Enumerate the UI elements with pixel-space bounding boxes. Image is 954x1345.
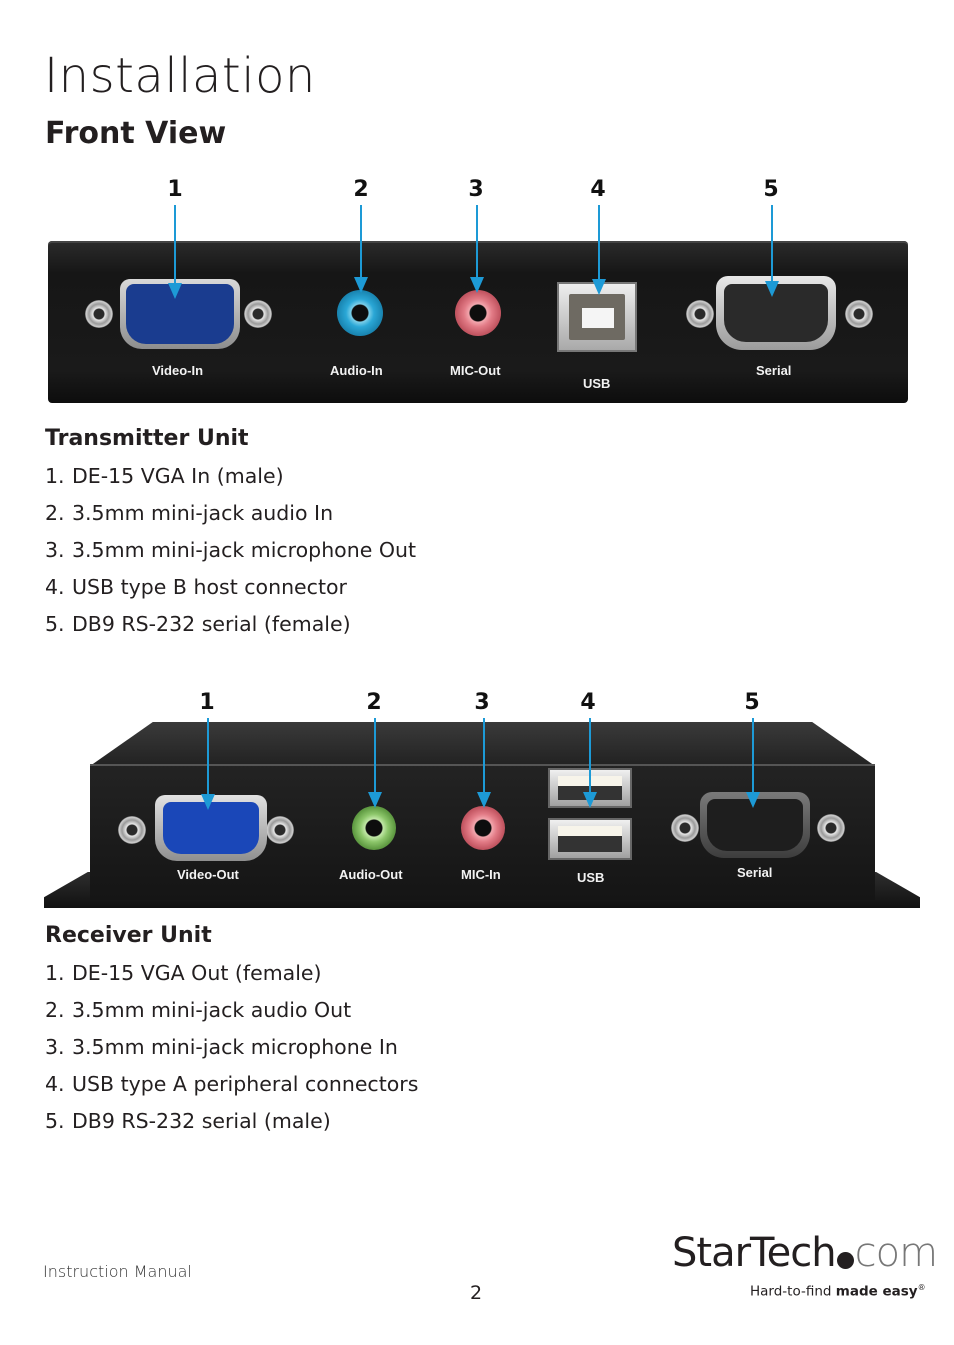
callout-arrow (771, 205, 773, 283)
receiver-top-face (90, 722, 875, 766)
transmitter-parts-list: 1.DE-15 VGA In (male) 2.3.5mm mini-jack … (45, 458, 416, 643)
callout-arrow (207, 718, 209, 796)
list-item: 1.DE-15 VGA In (male) (45, 464, 284, 488)
audio-out-jack-icon (352, 806, 396, 850)
usb-label: USB (583, 376, 611, 391)
list-item: 4.USB type A peripheral connectors (45, 1072, 419, 1096)
list-item: 4.USB type B host connector (45, 575, 347, 599)
video-out-label: Video-Out (177, 867, 239, 882)
callout-arrow (360, 205, 362, 279)
callout-arrow (589, 718, 591, 794)
page-title: Installation (44, 48, 316, 104)
screw-icon (817, 814, 845, 842)
list-item: 3.3.5mm mini-jack microphone In (45, 1035, 398, 1059)
screw-icon (244, 300, 272, 328)
transmitter-callout-3: 3 (468, 177, 484, 202)
transmitter-diagram: 1 2 3 4 5 Video-In Audio-In MIC-Out USB … (0, 0, 954, 410)
usb-a-port-icon (548, 818, 632, 860)
callout-arrow (174, 205, 176, 285)
list-item: 3.3.5mm mini-jack microphone Out (45, 538, 417, 562)
screw-icon (686, 300, 714, 328)
screw-icon (671, 814, 699, 842)
receiver-callout-3: 3 (474, 690, 490, 715)
list-item: 2.3.5mm mini-jack audio In (45, 501, 334, 525)
callout-arrow (476, 205, 478, 279)
list-item: 5.DB9 RS-232 serial (female) (45, 612, 351, 636)
usb-b-port-icon (557, 282, 637, 352)
callout-arrow-head (477, 792, 491, 808)
page-number: 2 (470, 1282, 483, 1304)
callout-arrow-head (368, 792, 382, 808)
callout-arrow-head (168, 283, 182, 299)
receiver-callout-1: 1 (199, 690, 215, 715)
audio-in-jack-icon (337, 290, 383, 336)
logo-tagline: Hard-to-find made easy® (750, 1283, 926, 1300)
receiver-callout-2: 2 (366, 690, 382, 715)
receiver-callout-4: 4 (580, 690, 596, 715)
callout-arrow-head (470, 277, 484, 293)
callout-arrow-head (746, 792, 760, 808)
audio-in-label: Audio-In (330, 363, 383, 378)
screw-icon (266, 816, 294, 844)
transmitter-callout-4: 4 (590, 177, 606, 202)
callout-arrow (483, 718, 485, 794)
list-item: 5.DB9 RS-232 serial (male) (45, 1109, 331, 1133)
usb-label: USB (577, 870, 605, 885)
mic-out-label: MIC-Out (450, 363, 501, 378)
serial-label: Serial (737, 865, 773, 880)
serial-label: Serial (756, 363, 792, 378)
receiver-callout-5: 5 (744, 690, 760, 715)
vga-out-connector-icon (155, 795, 267, 861)
transmitter-heading: Transmitter Unit (45, 426, 249, 451)
callout-arrow-head (592, 279, 606, 295)
callout-arrow (598, 205, 600, 281)
video-in-label: Video-In (152, 363, 204, 378)
transmitter-callout-5: 5 (763, 177, 779, 202)
transmitter-callout-2: 2 (353, 177, 369, 202)
mic-out-jack-icon (455, 290, 501, 336)
screw-icon (845, 300, 873, 328)
receiver-diagram: 1 2 3 4 5 Video-Out Audio-Out MIC-In USB… (44, 690, 920, 908)
callout-arrow (752, 718, 754, 794)
receiver-heading: Receiver Unit (45, 923, 212, 948)
callout-arrow (374, 718, 376, 794)
callout-arrow-head (765, 281, 779, 297)
footer-manual-label: Instruction Manual (43, 1262, 192, 1281)
transmitter-callout-1: 1 (167, 177, 183, 202)
mic-in-jack-icon (461, 806, 505, 850)
mic-in-label: MIC-In (461, 867, 501, 882)
callout-arrow-head (354, 277, 368, 293)
callout-arrow-head (201, 794, 215, 810)
list-item: 2.3.5mm mini-jack audio Out (45, 998, 352, 1022)
list-item: 1.DE-15 VGA Out (female) (45, 961, 322, 985)
screw-icon (118, 816, 146, 844)
callout-arrow-head (583, 792, 597, 808)
section-title: Front View (45, 116, 227, 151)
receiver-parts-list: 1.DE-15 VGA Out (female) 2.3.5mm mini-ja… (45, 955, 418, 1140)
audio-out-label: Audio-Out (339, 867, 403, 882)
screw-icon (85, 300, 113, 328)
logo-dot-icon (836, 1252, 854, 1269)
